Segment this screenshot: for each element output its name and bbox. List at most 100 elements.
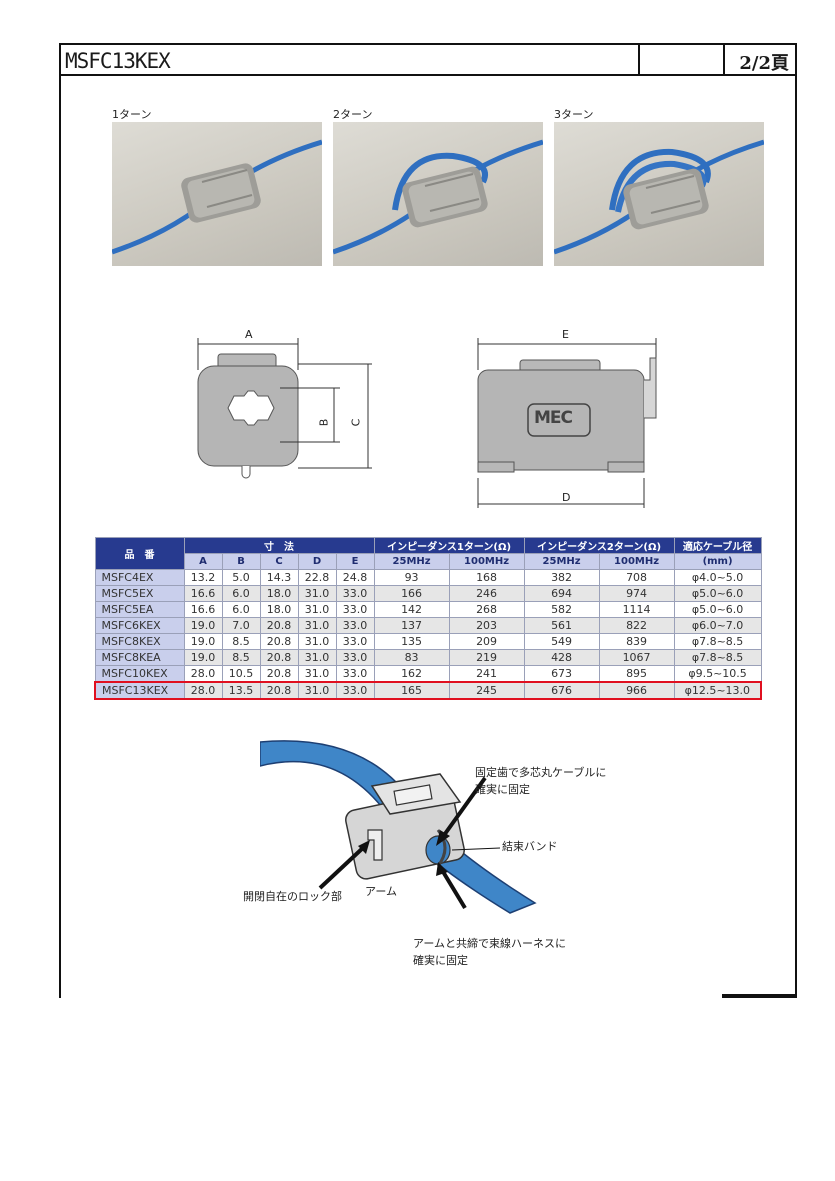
- header-col-c: C: [259, 553, 299, 570]
- table-cell: 162: [373, 665, 450, 683]
- header-col-imp2-25mhz: 25MHz: [523, 553, 600, 570]
- table-cell: 822: [598, 617, 675, 634]
- table-cell: 8.5: [221, 633, 261, 650]
- table-cell: 24.8: [335, 569, 375, 586]
- table-cell: 31.0: [297, 601, 337, 618]
- header-cable-diameter: 適応ケーブル径: [673, 537, 762, 554]
- header-impedance-2-turns: インピーダンス2ターン(Ω): [523, 537, 675, 554]
- dimension-label-d: D: [562, 491, 571, 504]
- cable-clamp-illustration: [260, 740, 537, 914]
- table-cell: 673: [523, 665, 600, 683]
- header-model: 品 番: [94, 537, 185, 570]
- dimension-label-c: C: [349, 418, 363, 427]
- table-cell: 694: [523, 585, 600, 602]
- header-blank-cell: [638, 45, 725, 74]
- dimension-label-b: B: [317, 418, 331, 427]
- table-cell: 20.8: [259, 665, 299, 683]
- table-cell: 20.8: [259, 649, 299, 666]
- frame-right-border: [795, 43, 797, 998]
- table-cell: 16.6: [183, 585, 223, 602]
- photo-3-turns: [554, 122, 764, 266]
- table-cell: 33.0: [335, 665, 375, 683]
- table-cell: 582: [523, 601, 600, 618]
- frame-bottom-mark: [722, 994, 797, 998]
- table-cell-model: MSFC13KEX: [94, 681, 185, 700]
- table-cell: 1067: [598, 649, 675, 666]
- table-cell: φ9.5~10.5: [673, 665, 762, 683]
- note-lock-part: 開閉自在のロック部: [243, 890, 342, 903]
- table-cell: 31.0: [297, 617, 337, 634]
- photo-caption-3: 3ターン: [554, 108, 594, 121]
- table-cell: 20.8: [259, 617, 299, 634]
- table-cell: φ5.0~6.0: [673, 585, 762, 602]
- table-cell: 16.6: [183, 601, 223, 618]
- table-cell: 708: [598, 569, 675, 586]
- table-cell: 219: [448, 649, 525, 666]
- document-header: MSFC13KEX 2/2頁: [59, 43, 797, 76]
- table-cell: 31.0: [297, 585, 337, 602]
- photo-1-turn: [112, 122, 322, 266]
- table-cell: 33.0: [335, 649, 375, 666]
- mec-logo: MEC: [534, 408, 573, 428]
- table-cell-model: MSFC10KEX: [94, 665, 185, 683]
- table-cell: 31.0: [297, 681, 337, 700]
- table-cell: 382: [523, 569, 600, 586]
- header-col-imp2-100mhz: 100MHz: [598, 553, 675, 570]
- document-title: MSFC13KEX: [65, 49, 171, 73]
- table-cell: 33.0: [335, 585, 375, 602]
- table-cell: 966: [598, 681, 675, 700]
- note-arm: アーム: [365, 885, 398, 898]
- header-col-imp1-100mhz: 100MHz: [448, 553, 525, 570]
- photo-caption-2: 2ターン: [333, 108, 373, 121]
- table-cell: 245: [448, 681, 525, 700]
- table-cell: 20.8: [259, 633, 299, 650]
- table-cell: 895: [598, 665, 675, 683]
- table-cell: φ7.8~8.5: [673, 649, 762, 666]
- table-cell: 246: [448, 585, 525, 602]
- table-cell: 6.0: [221, 585, 261, 602]
- table-cell-model: MSFC6KEX: [94, 617, 185, 634]
- table-cell: 19.0: [183, 633, 223, 650]
- table-cell: 31.0: [297, 665, 337, 683]
- header-col-e: E: [335, 553, 375, 570]
- table-cell: 268: [448, 601, 525, 618]
- table-cell: 20.8: [259, 681, 299, 700]
- note-fixed-teeth: 固定歯で多芯丸ケーブルに 確実に固定: [475, 766, 607, 796]
- table-cell: 135: [373, 633, 450, 650]
- table-cell: 561: [523, 617, 600, 634]
- table-cell: 974: [598, 585, 675, 602]
- table-cell: 6.0: [221, 601, 261, 618]
- table-cell: 676: [523, 681, 600, 700]
- table-cell: 33.0: [335, 633, 375, 650]
- header-col-a: A: [183, 553, 223, 570]
- table-cell: 10.5: [221, 665, 261, 683]
- table-cell: 33.0: [335, 617, 375, 634]
- header-col-b: B: [221, 553, 261, 570]
- table-cell: φ12.5~13.0: [673, 681, 763, 700]
- table-cell: 13.5: [221, 681, 261, 700]
- table-cell: 166: [373, 585, 450, 602]
- table-cell: 19.0: [183, 649, 223, 666]
- table-cell: 83: [373, 649, 450, 666]
- table-cell-model: MSFC5EX: [94, 585, 185, 602]
- table-cell: 31.0: [297, 633, 337, 650]
- note-cable-tie: 結束バンド: [502, 840, 558, 853]
- table-cell: 18.0: [259, 585, 299, 602]
- table-cell: 33.0: [335, 601, 375, 618]
- header-col-imp1-25mhz: 25MHz: [373, 553, 450, 570]
- table-cell: 203: [448, 617, 525, 634]
- side-view-drawing: [477, 338, 657, 508]
- page-number: 2/2頁: [739, 53, 789, 74]
- table-cell: 168: [448, 569, 525, 586]
- table-cell: 549: [523, 633, 600, 650]
- table-cell: 5.0: [221, 569, 261, 586]
- table-cell: 165: [373, 681, 450, 700]
- table-cell: 8.5: [221, 649, 261, 666]
